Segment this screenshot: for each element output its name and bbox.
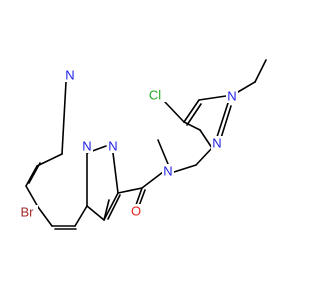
- bond-line: [112, 152, 119, 194]
- atom-n-bridge-1-label: N: [82, 139, 91, 154]
- atom-n-bridge-1: N: [81, 139, 93, 154]
- bond-line: [117, 187, 143, 194]
- atom-n-bridge-2-label: N: [108, 139, 117, 154]
- atom-bromine: Br: [16, 205, 38, 220]
- bond-line: [25, 165, 38, 187]
- bond-line: [135, 187, 143, 206]
- bond-line: [28, 162, 41, 184]
- bond-line: [198, 95, 227, 101]
- bond-line: [25, 185, 39, 208]
- bond-line: [107, 194, 121, 220]
- molecule-structure: N N N Br O N Cl N: [16, 59, 267, 230]
- bond-line: [61, 81, 67, 155]
- bond-line: [173, 164, 197, 173]
- bond-line: [86, 205, 105, 221]
- atom-n-pyrazole-1: N: [226, 89, 238, 104]
- atom-n-pyrazole-1-label: N: [227, 89, 236, 104]
- atom-oxygen: O: [130, 204, 142, 219]
- bond-line: [195, 147, 213, 166]
- bond-line: [216, 102, 229, 138]
- bond-line: [220, 105, 232, 139]
- bond-line: [37, 206, 53, 227]
- atom-n-amide-label: N: [163, 164, 172, 179]
- bond-line: [103, 192, 119, 221]
- atom-chlorine-label: Cl: [149, 88, 161, 103]
- atom-n-pyrimidine: N: [64, 68, 76, 83]
- atom-chlorine: Cl: [144, 88, 166, 103]
- atom-oxygen-label: O: [131, 204, 141, 219]
- bonds: [25, 59, 267, 230]
- atom-n-amide: N: [162, 164, 174, 179]
- atom-labels: N N N Br O N Cl N: [16, 68, 238, 220]
- bond-line: [157, 139, 169, 165]
- bond-line: [199, 129, 213, 149]
- atom-n-bridge-2: N: [107, 139, 119, 154]
- bond-line: [183, 99, 200, 123]
- atom-n-pyrimidine-label: N: [65, 68, 74, 83]
- atom-n-pyrazole-2: N: [211, 136, 223, 151]
- bond-line: [186, 103, 202, 126]
- bond-line: [141, 171, 164, 189]
- bond-line: [254, 59, 267, 83]
- atom-bromine-label: Br: [21, 205, 35, 220]
- atom-n-pyrazole-2-label: N: [212, 136, 221, 151]
- bond-line: [164, 101, 185, 123]
- bond-line: [74, 205, 88, 227]
- bond-line: [183, 121, 201, 131]
- bond-line: [237, 81, 256, 93]
- bond-line: [138, 189, 146, 207]
- bond-line: [36, 153, 63, 167]
